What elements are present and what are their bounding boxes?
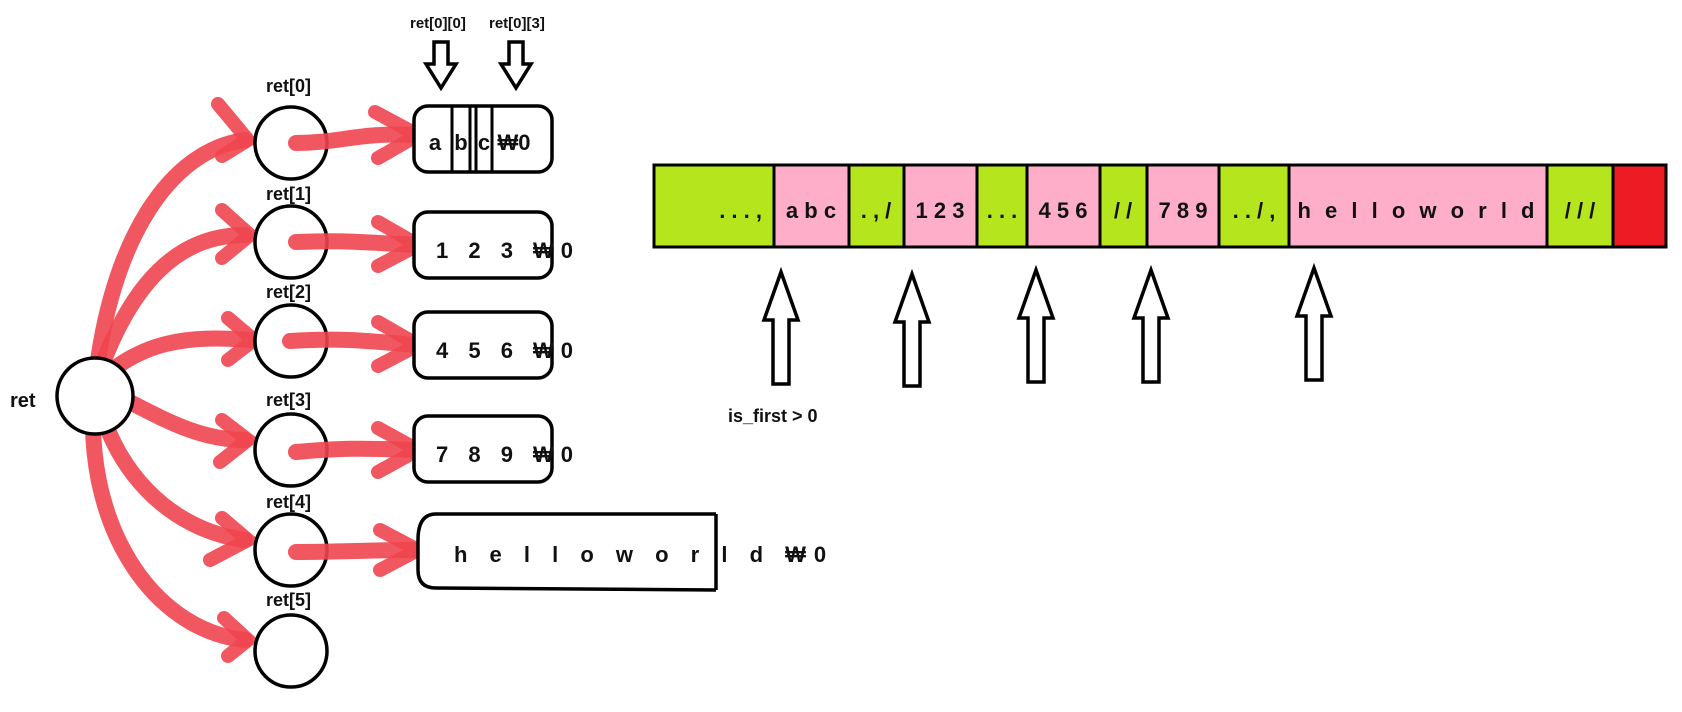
buffer-segment bbox=[902, 163, 979, 249]
segment-text-2: . , / bbox=[861, 198, 892, 223]
arrow-ret-to-slot-5 bbox=[84, 377, 253, 648]
scan-pointers bbox=[761, 262, 1334, 388]
string-box-1 bbox=[412, 210, 554, 280]
memory-buffer: . . . , a b c . , / 1 2 3 . . . 4 5 6 / … bbox=[652, 163, 1668, 249]
buffer-segment bbox=[772, 163, 851, 249]
is-first-caption: is_first > 0 bbox=[728, 406, 818, 426]
string-0-char-1: b bbox=[454, 130, 467, 155]
buffer-segment bbox=[1145, 163, 1221, 249]
down-arrow-0-3 bbox=[497, 40, 535, 92]
arrow-slot-0-to-string bbox=[288, 126, 423, 151]
segment-text-4: . . . bbox=[987, 198, 1018, 223]
slot-label-4: ret[4] bbox=[266, 492, 311, 512]
buffer-segment bbox=[652, 163, 776, 249]
up-arrow bbox=[1294, 262, 1334, 382]
index-pointers: ret[0][0] ret[0][3] bbox=[410, 15, 545, 92]
slot-label-3: ret[3] bbox=[266, 390, 311, 410]
root-label: ret bbox=[10, 390, 36, 412]
arrow-slot-4-to-string bbox=[288, 542, 423, 560]
segment-text-0: . . . , bbox=[719, 198, 762, 223]
string-4-text: h e l l o w o r l d ₩0 bbox=[454, 542, 834, 567]
segment-text-5: 4 5 6 bbox=[1039, 198, 1088, 223]
string-3-text: 7 8 9 ₩0 bbox=[436, 442, 580, 467]
string-box-4 bbox=[416, 512, 717, 592]
slot-label-5: ret[5] bbox=[266, 590, 311, 610]
buffer-segment bbox=[1217, 163, 1291, 249]
slot-nodes: ret[0] ret[1] ret[2] ret[3] ret[4] ret[5… bbox=[253, 76, 329, 689]
segment-text-3: 1 2 3 bbox=[916, 198, 965, 223]
up-arrow bbox=[1016, 264, 1056, 384]
string-0-char-0: a bbox=[429, 130, 442, 155]
arrow-slot-3-to-string bbox=[288, 440, 423, 460]
arrowhead-slot-5 bbox=[217, 611, 259, 663]
down-arrow-0-0 bbox=[422, 40, 460, 92]
segment-text-6: / / bbox=[1114, 198, 1132, 223]
buffer-segment bbox=[1025, 163, 1102, 249]
slot-node-5 bbox=[253, 613, 329, 689]
arrowhead-slot-3 bbox=[213, 413, 260, 469]
root-node bbox=[55, 356, 135, 436]
string-0-char-3: ₩0 bbox=[498, 130, 531, 155]
segment-text-9: h e l l o w o r l d bbox=[1297, 198, 1538, 223]
index-label-0-0: ret[0][0] bbox=[410, 15, 466, 32]
arrow-ret-to-slot-0 bbox=[87, 132, 253, 393]
arrowhead-slot-1 bbox=[215, 203, 261, 265]
slot-label-1: ret[1] bbox=[266, 184, 311, 204]
up-arrow bbox=[892, 268, 932, 388]
segment-text-7: 7 8 9 bbox=[1159, 198, 1208, 223]
slot-label-0: ret[0] bbox=[266, 76, 311, 96]
string-2-text: 4 5 6 ₩0 bbox=[436, 338, 580, 363]
arrow-slot-2-to-string bbox=[282, 331, 423, 353]
string-box-2 bbox=[412, 310, 554, 380]
arrow-slot-1-to-string bbox=[288, 233, 423, 253]
buffer-segment bbox=[975, 163, 1029, 249]
buffer-segment bbox=[1611, 163, 1668, 249]
index-label-0-3: ret[0][3] bbox=[489, 15, 545, 32]
segment-text-1: a b c bbox=[786, 198, 836, 223]
segment-text-10: / / / bbox=[1565, 198, 1596, 223]
up-arrow bbox=[1131, 264, 1171, 384]
string-1-text: 1 2 3 ₩0 bbox=[436, 238, 580, 263]
arrowhead-slot-0 bbox=[211, 97, 259, 163]
string-box-3 bbox=[412, 414, 554, 484]
arrowhead-slot-4 bbox=[203, 511, 261, 567]
string-boxes: a b c ₩0 1 2 3 ₩0 4 5 6 ₩0 7 8 9 ₩0 h e … bbox=[412, 104, 834, 592]
up-arrow bbox=[761, 266, 801, 386]
string-0-char-2: c bbox=[478, 130, 490, 155]
slot-label-2: ret[2] bbox=[266, 282, 311, 302]
string-box-0 bbox=[412, 104, 554, 174]
segment-text-8: . . / , bbox=[1233, 198, 1276, 223]
arrow-ret-to-slot-1 bbox=[87, 227, 253, 393]
